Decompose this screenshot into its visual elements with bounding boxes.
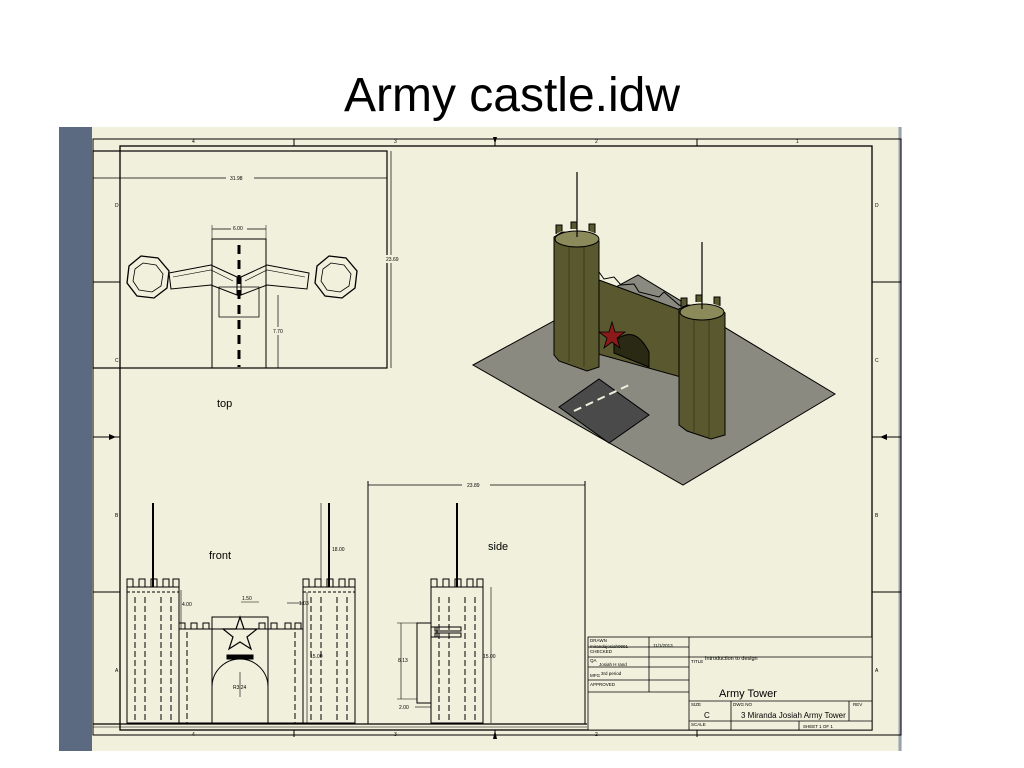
dim-front-gap-b: 1.03 bbox=[299, 601, 309, 607]
tb-mfg-label: MFG bbox=[590, 673, 600, 678]
dim-side-wall-height: 8.13 bbox=[398, 658, 408, 664]
tb-checked-by: Josiah H rand bbox=[599, 662, 627, 667]
tb-rev-label: REV bbox=[853, 702, 862, 707]
tb-size-label: SIZE bbox=[691, 702, 701, 707]
zone-top-2: 2 bbox=[595, 139, 598, 145]
tb-size: C bbox=[704, 711, 710, 720]
tb-title: Army Tower bbox=[719, 688, 777, 700]
sheet-side-bar bbox=[59, 127, 92, 751]
zone-left-d: D bbox=[115, 203, 119, 209]
title-block bbox=[587, 636, 873, 731]
slide-title: Army castle.idw bbox=[343, 69, 681, 122]
zone-top-4: 4 bbox=[192, 139, 195, 145]
tb-approved-label: APPROVED bbox=[590, 682, 616, 687]
tb-checked-label: CHECKED bbox=[590, 649, 613, 654]
zone-left-c: C bbox=[115, 358, 119, 364]
dim-front-gap-a: 1.50 bbox=[242, 596, 252, 602]
zone-right-a: A bbox=[875, 668, 879, 674]
zone-top-3: 3 bbox=[394, 139, 397, 145]
tb-qa-label: QA bbox=[590, 658, 597, 663]
tb-course: Introduction to design bbox=[705, 656, 758, 662]
side-view bbox=[367, 481, 586, 724]
view-label-front: front bbox=[209, 550, 231, 562]
dim-side-width: 23.89 bbox=[467, 483, 480, 489]
dim-top-overall-width: 31.98 bbox=[230, 176, 243, 182]
dim-side-height: 15.00 bbox=[483, 654, 496, 660]
dim-top-gate-width: 6.00 bbox=[233, 226, 243, 232]
zone-left-b: B bbox=[115, 513, 119, 519]
zone-bottom-3: 3 bbox=[394, 732, 397, 738]
dim-side-offset: 2.00 bbox=[399, 705, 409, 711]
isometric-view bbox=[471, 172, 836, 486]
zone-top-1: 1 bbox=[796, 139, 799, 145]
tb-dwg-no: 3 Miranda Josiah Army Tower bbox=[741, 711, 846, 720]
drawing-sheet: 4 3 2 1 4 3 2 D C B A D C B A bbox=[59, 127, 902, 751]
front-view bbox=[93, 503, 587, 728]
tb-drawn-label: DRAWN bbox=[590, 638, 607, 643]
tb-scale-label: SCALE bbox=[691, 722, 706, 727]
dim-front-battlement: 4.00 bbox=[182, 602, 192, 608]
tb-dwg-no-label: DWG NO bbox=[733, 702, 752, 707]
zone-right-d: D bbox=[875, 203, 879, 209]
zone-right-c: C bbox=[875, 358, 879, 364]
tb-mfg-value: 3rd period bbox=[601, 671, 622, 676]
star-emblem bbox=[597, 320, 627, 350]
top-view bbox=[92, 150, 399, 369]
dim-top-overall-height: 23.69 bbox=[386, 257, 399, 263]
dim-front-tower-height: 18.00 bbox=[332, 547, 345, 553]
inner-border bbox=[119, 145, 873, 731]
zone-left-a: A bbox=[115, 668, 119, 674]
zone-bottom-4: 4 bbox=[192, 732, 195, 738]
zone-bottom-2: 2 bbox=[595, 732, 598, 738]
dim-front-arch-radius: R3.24 bbox=[233, 685, 247, 691]
tb-sheet: SHEET 1 OF 1 bbox=[803, 724, 833, 729]
dim-front-tower-body: 15.00 bbox=[310, 654, 323, 660]
tb-drawn-by: mirandajosiah0991 bbox=[590, 644, 629, 649]
view-label-top: top bbox=[217, 398, 232, 410]
dim-top-gate-depth: 7.70 bbox=[273, 329, 283, 335]
tb-title-label: TITLE bbox=[691, 659, 703, 664]
view-label-side: side bbox=[488, 541, 508, 553]
tb-drawn-date: 11/1/2013 bbox=[653, 643, 673, 648]
zone-right-b: B bbox=[875, 513, 879, 519]
